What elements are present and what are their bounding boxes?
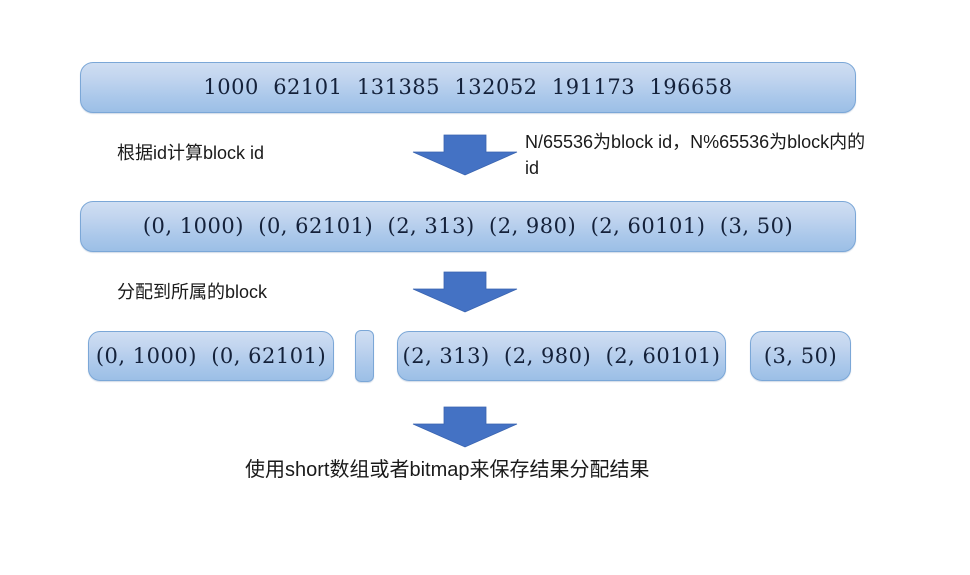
step1-left-caption: 根据id计算block id <box>117 143 265 163</box>
block-group-0-label: (0, 1000) (0, 62101) <box>95 343 327 368</box>
raw-ids-box: 1000 62101 131385 132052 191173 196658 <box>80 62 856 113</box>
block-group-2: (2, 313) (2, 980) (2, 60101) <box>397 331 726 381</box>
step1-right-caption: N/65536为block id，N%65536为block内的id <box>525 132 866 178</box>
step3-bottom-caption: 使用short数组或者bitmap来保存结果分配结果 <box>245 459 650 481</box>
step2-left-caption: 分配到所属的block <box>117 282 268 302</box>
block-group-1-empty <box>355 330 374 382</box>
down-arrow-icon-3 <box>412 406 518 448</box>
block-pairs-values: (0, 1000) (0, 62101) (2, 313) (2, 980) (… <box>142 214 794 238</box>
block-pairs-box: (0, 1000) (0, 62101) (2, 313) (2, 980) (… <box>80 201 856 252</box>
raw-ids-values: 1000 62101 131385 132052 191173 196658 <box>203 75 733 99</box>
down-arrow-icon-1 <box>412 134 518 176</box>
block-group-3-label: (3, 50) <box>763 343 838 368</box>
block-group-0: (0, 1000) (0, 62101) <box>88 331 334 381</box>
block-group-3: (3, 50) <box>750 331 851 381</box>
down-arrow-icon-2 <box>412 271 518 313</box>
block-group-2-label: (2, 313) (2, 980) (2, 60101) <box>402 343 721 368</box>
